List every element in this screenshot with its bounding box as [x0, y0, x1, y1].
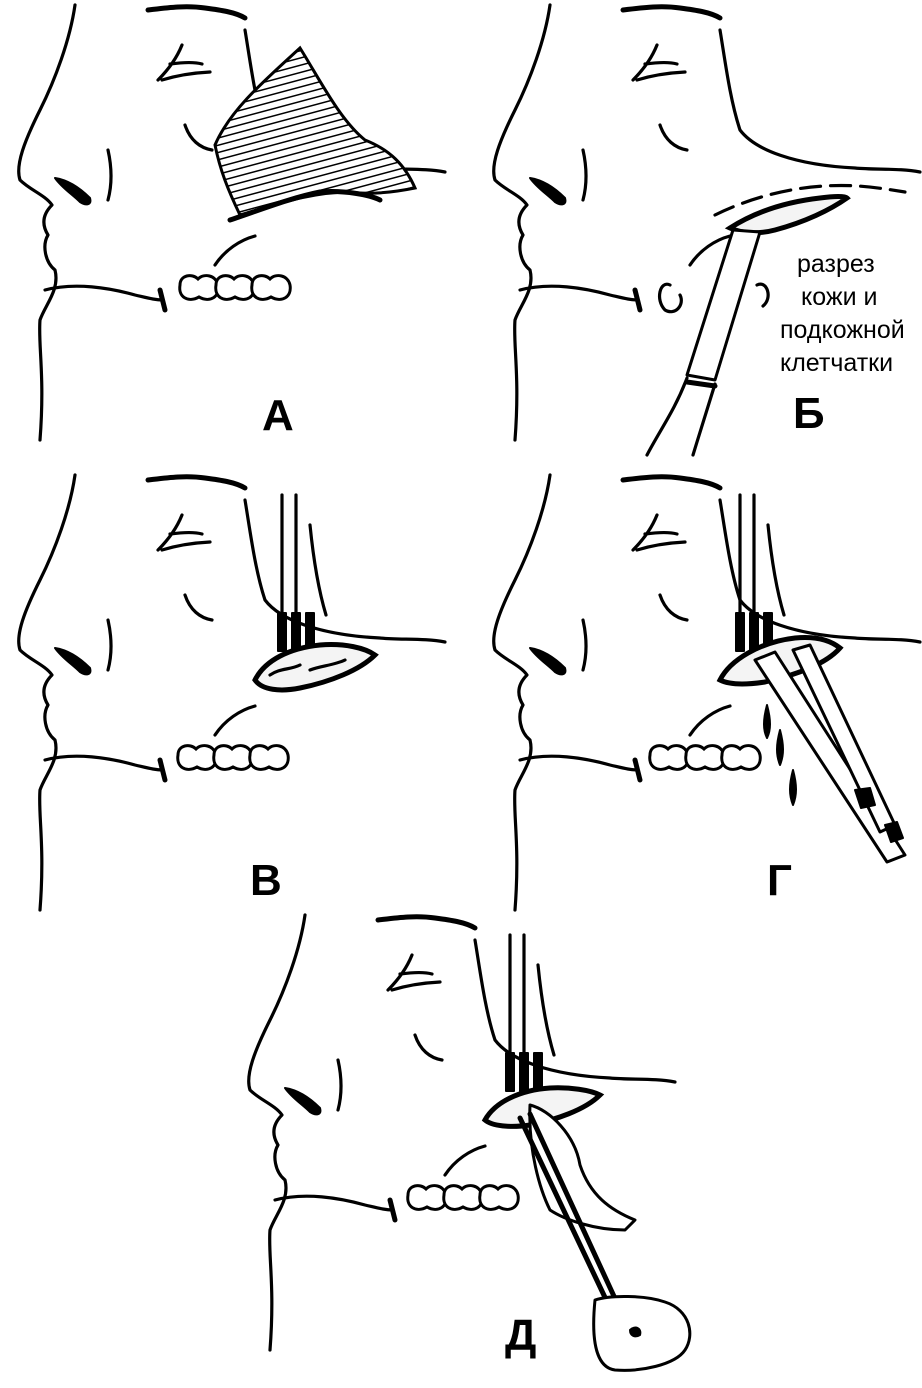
panel-v: В: [19, 475, 445, 910]
caption-line-1: разрез: [797, 250, 875, 278]
caption-line-4: клетчатки: [780, 349, 893, 377]
open-wound-d: [481, 1085, 605, 1129]
panel-label-d: Д: [505, 1311, 536, 1360]
panel-d: Д: [249, 915, 692, 1372]
panel-g: Г: [494, 475, 920, 910]
caption-line-3: подкожной: [780, 316, 905, 344]
panel-label-a: А: [262, 391, 294, 440]
caption-line-2: кожи и: [801, 283, 877, 311]
panel-label-b: Б: [793, 389, 825, 438]
scalpel: [645, 228, 762, 457]
panel-label-g: Г: [767, 856, 792, 905]
panel-a: А: [19, 5, 445, 440]
skin-incision: [724, 194, 851, 236]
spatula-instrument: [517, 1111, 692, 1372]
operative-area-hatched: [213, 45, 418, 217]
panel-b: разрез кожи и подкожной клетчатки Б: [494, 5, 920, 457]
panel-label-v: В: [250, 856, 282, 905]
dissecting-instrument: [753, 643, 907, 864]
